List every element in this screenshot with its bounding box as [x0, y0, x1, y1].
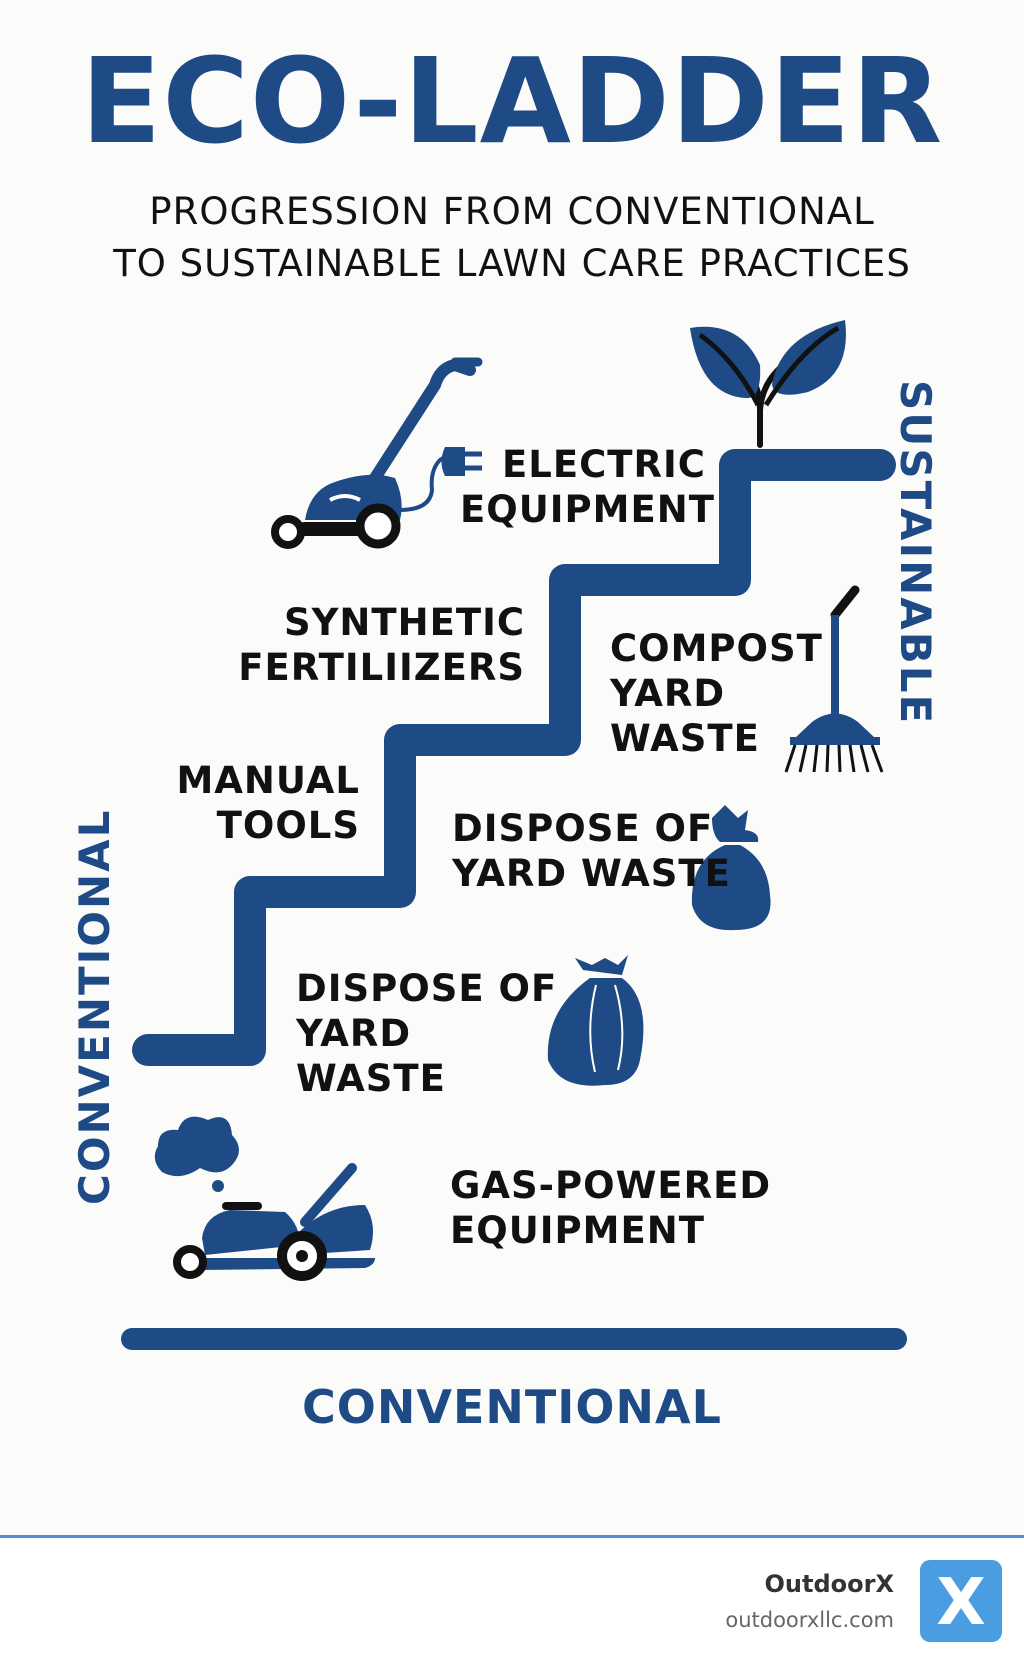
step-dispose-yard-waste-upper: DISPOSE OF YARD WASTE [452, 806, 731, 896]
brand-logo-letter: X [936, 1566, 985, 1640]
step-compost-line-1: COMPOST [610, 627, 823, 670]
step-gas-powered-equipment: GAS-POWERED EQUIPMENT [450, 1163, 771, 1253]
step-manual-line-2: TOOLS [216, 804, 360, 847]
sprout-icon [690, 320, 846, 448]
subtitle-line-1: PROGRESSION FROM CONVENTIONAL [149, 190, 875, 233]
sustainable-side-label: SUSTAINABLE [891, 380, 940, 726]
step-dispose-lower-line-2: YARD [296, 1012, 412, 1055]
step-manual-line-1: MANUAL [176, 759, 360, 802]
brand-url[interactable]: outdoorxllc.com [725, 1608, 894, 1632]
conventional-bottom-label: CONVENTIONAL [302, 1380, 722, 1434]
footer-band [0, 1538, 1024, 1666]
step-dispose-lower-line-1: DISPOSE OF [296, 967, 558, 1010]
step-synthetic-line-2: FERTILIIZERS [238, 646, 525, 689]
step-dispose-lower-line-3: WASTE [296, 1057, 446, 1100]
step-dispose-upper-line-1: DISPOSE OF [452, 807, 714, 850]
step-dispose-yard-waste-lower: DISPOSE OF YARD WASTE [296, 966, 557, 1101]
electric-mower-icon [271, 357, 483, 549]
step-compost-yard-waste: COMPOST YARD WASTE [610, 626, 823, 761]
brand-logo[interactable]: X [920, 1560, 1002, 1642]
step-manual-tools: MANUAL TOOLS [120, 758, 360, 848]
step-synthetic-fertilizers: SYNTHETIC FERTILIIZERS [210, 600, 525, 690]
brand-name: OutdoorX [764, 1570, 894, 1598]
step-electric-line-1: ELECTRIC [502, 443, 706, 486]
staircase-line [132, 449, 896, 1066]
step-electric-equipment: ELECTRIC EQUIPMENT [460, 442, 715, 532]
waste-bag-lower-icon [547, 955, 644, 1086]
subtitle-line-2: TO SUSTAINABLE LAWN CARE PRACTICES [113, 242, 911, 285]
waste-bag-upper-icon [691, 805, 771, 931]
page-title: ECO-LADDER [80, 32, 944, 170]
step-gas-line-1: GAS-POWERED [450, 1164, 772, 1207]
step-compost-line-2: YARD [610, 672, 726, 715]
step-compost-line-3: WASTE [610, 717, 760, 760]
page-subtitle: PROGRESSION FROM CONVENTIONAL TO SUSTAIN… [0, 186, 1024, 290]
step-electric-line-2: EQUIPMENT [460, 488, 715, 531]
step-dispose-upper-line-2: YARD WASTE [452, 852, 731, 895]
footer-divider [0, 1535, 1024, 1538]
step-gas-line-2: EQUIPMENT [450, 1209, 705, 1252]
conventional-side-label: CONVENTIONAL [70, 808, 119, 1205]
gas-mower-icon [154, 1116, 375, 1281]
rake-icon [784, 585, 884, 773]
step-synthetic-line-1: SYNTHETIC [283, 601, 525, 644]
